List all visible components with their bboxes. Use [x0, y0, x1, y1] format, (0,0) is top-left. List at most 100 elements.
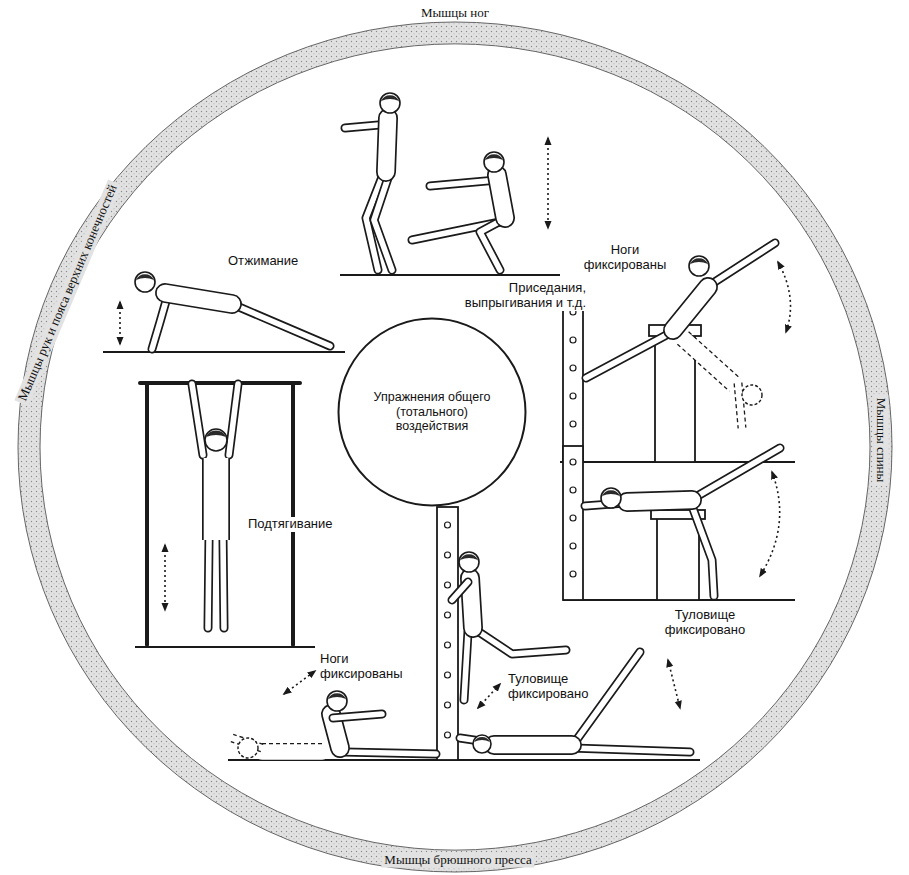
- abdominal-figures: [328, 693, 346, 699]
- abdominal-figures: [476, 630, 566, 654]
- abdominal-figures: [473, 735, 491, 753]
- hip-extension-figure: [570, 459, 576, 465]
- abdominal-figures: [494, 735, 572, 755]
- push-up-figure: [135, 272, 155, 292]
- abdominal-figures: [228, 507, 700, 760]
- squat-figures: [497, 175, 505, 218]
- back-extension-figure: [683, 338, 735, 385]
- hip-extension-figure: [570, 571, 576, 577]
- squat-figures: [386, 118, 388, 172]
- squat-figures: [430, 180, 497, 186]
- abdominal-figures: [474, 737, 490, 742]
- abdominal-figures: [668, 660, 680, 708]
- pull-up-figure: [291, 383, 295, 645]
- abdominal-figures: [344, 752, 436, 754]
- label-anchor: Туловище фиксировано: [655, 608, 755, 638]
- exercise-group-title: Упражнения общего (тотального) воздейств…: [362, 390, 502, 433]
- center-circle: [339, 319, 526, 506]
- pull-up-figure: [229, 384, 238, 455]
- abdominal-figures: [445, 702, 451, 708]
- abdominal-figures: [476, 630, 566, 654]
- abdominal-figures: [333, 714, 382, 718]
- push-up-figure: [165, 293, 232, 304]
- push-up-figure: [136, 274, 154, 280]
- hip-extension-figure: [694, 448, 780, 498]
- abdominal-figures: [494, 737, 572, 754]
- back-extension-figure: [586, 332, 672, 378]
- exercise-label: Ноги фиксированы: [580, 243, 670, 273]
- pull-up-figure: [204, 458, 229, 540]
- abdominal-figures: [478, 684, 500, 708]
- hip-extension-figure: [601, 488, 621, 508]
- abdominal-figures: [452, 582, 468, 600]
- label-anchor: Мышцы рук и пояса верхних конечностей: [14, 180, 121, 406]
- push-up-figure: [103, 272, 345, 352]
- exercise-circle: Упражнения общего (тотального) воздейств…: [337, 317, 527, 507]
- pull-up-figure: [223, 540, 224, 628]
- pull-up-figure: [229, 384, 238, 455]
- pull-up-figure: [192, 384, 203, 455]
- hip-extension-figure: [692, 506, 714, 596]
- back-extension-figure: [710, 243, 775, 285]
- pull-up-figure: [202, 458, 230, 540]
- hip-extension-figure: [692, 506, 714, 596]
- pull-up-figure: [145, 383, 149, 645]
- abdominal-figures: [445, 642, 451, 648]
- back-extension-figure: [689, 256, 709, 276]
- abdominal-figures: [262, 743, 322, 761]
- abdominal-figures: [460, 554, 478, 560]
- back-extension-figure: [742, 385, 762, 405]
- abdominal-figures: [333, 714, 382, 718]
- abdominal-figures: [445, 582, 451, 588]
- label-anchor: Мышцы спины: [874, 395, 889, 486]
- pull-up-figure: [206, 431, 226, 437]
- squat-figures: [386, 118, 388, 172]
- back-extension-figure: [683, 338, 735, 385]
- back-extension-figure: [570, 421, 576, 427]
- hip-extension-figure: [602, 490, 620, 496]
- abdominal-figures: [452, 582, 468, 600]
- pull-up-figure: [140, 381, 300, 385]
- label-anchor: Туловище фиксировано: [506, 672, 590, 702]
- abdominal-figures: [445, 672, 451, 678]
- abdominal-figures: [445, 522, 451, 528]
- pull-up-figure: [135, 646, 315, 648]
- abdominal-figures: [238, 738, 258, 758]
- push-up-figure: [232, 304, 330, 346]
- muscle-group-label: Мышцы спины: [874, 395, 889, 486]
- back-extension-figure: [563, 296, 583, 462]
- hip-extension-figure: [627, 500, 692, 502]
- exercise-label: Приседания, выпрыгивания и т.д.: [421, 281, 588, 311]
- pull-up-figure: [208, 540, 209, 628]
- pull-up-figure: [192, 384, 203, 455]
- abdominal-figures: [464, 632, 468, 700]
- squat-figures: [485, 154, 503, 160]
- squat-figures: [430, 180, 497, 186]
- back-extension-figure: [738, 383, 742, 428]
- abdominal-figures: [437, 507, 458, 760]
- hip-extension-figure: [627, 500, 692, 502]
- label-anchor: Мышцы ног: [418, 6, 492, 21]
- label-anchor: Ноги фиксированы: [580, 243, 670, 273]
- squat-figures: [340, 93, 560, 275]
- abdominal-figures: [262, 744, 322, 759]
- squat-figures: [484, 152, 504, 172]
- hip-extension-figure: [760, 472, 780, 576]
- back-extension-figure: [778, 262, 791, 332]
- hip-extension-figure: [694, 448, 780, 498]
- abdominal-figures: [445, 552, 451, 558]
- squat-figures: [547, 138, 549, 228]
- abdominal-figures: [284, 671, 315, 694]
- back-extension-figure: [570, 337, 576, 343]
- label-anchor: Подтягивание: [246, 517, 335, 532]
- pull-up-figure: [208, 540, 209, 628]
- abdominal-figures: [464, 632, 468, 700]
- back-extension-figure: [673, 287, 708, 330]
- squat-figures: [381, 95, 399, 101]
- exercise-label: Отжимание: [226, 254, 300, 269]
- abdominal-figures: [445, 732, 451, 738]
